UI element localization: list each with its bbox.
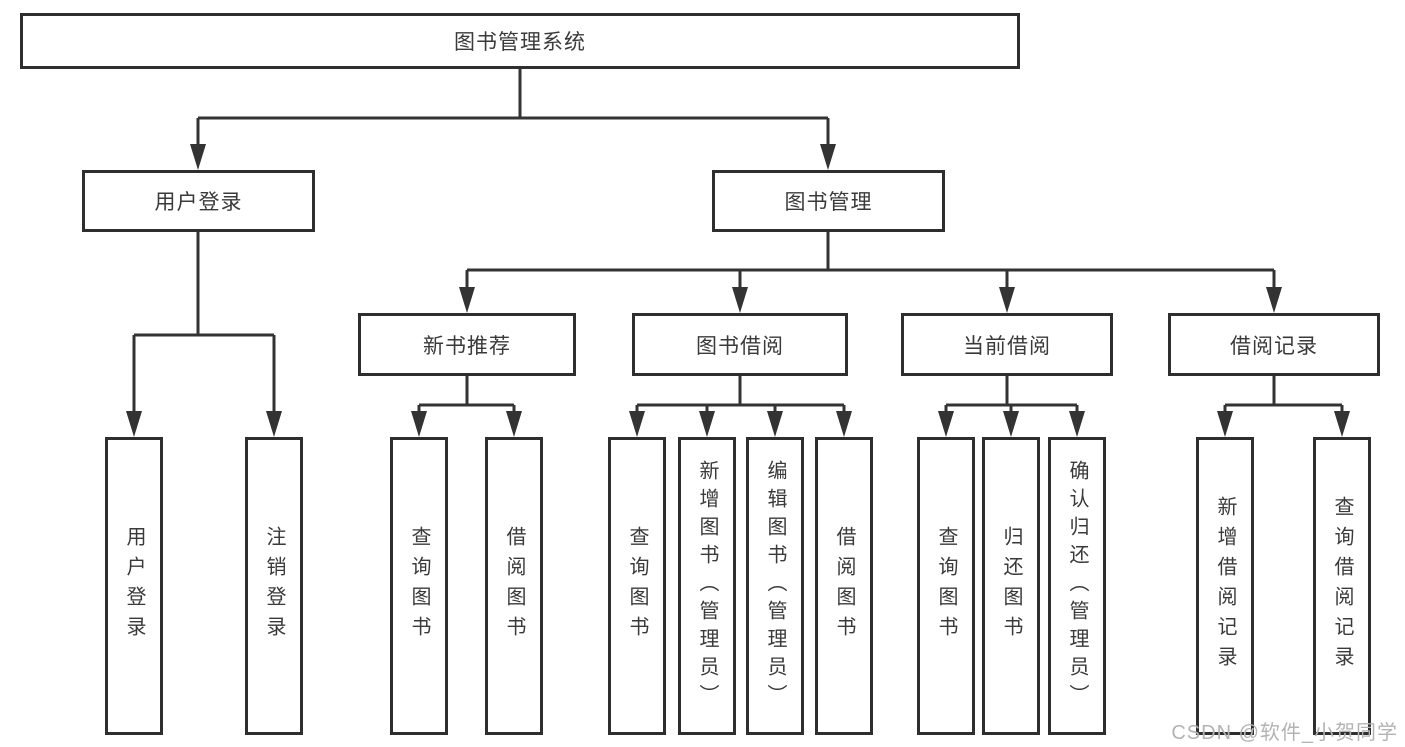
arrow-icon: [629, 411, 645, 437]
leaf-currentborrow-confirm: 确认归还（管理员）: [1048, 437, 1106, 735]
arrow-icon: [1266, 287, 1282, 313]
arrow-icon: [1334, 411, 1350, 437]
leaf-currentborrow-confirm-label: 确认归还（管理员）: [1066, 460, 1088, 712]
arrow-icon: [767, 411, 783, 437]
node-new-book-recommend: 新书推荐: [358, 313, 576, 376]
leaf-bookborrow-borrow-label: 借阅图书: [833, 526, 855, 646]
arrow-icon: [938, 411, 954, 437]
watermark: CSDN @软件_小贺同学: [1171, 722, 1398, 744]
leaf-bookborrow-add: 新增图书（管理员）: [678, 437, 736, 735]
node-borrow-records: 借阅记录: [1168, 313, 1380, 376]
node-book-management: 图书管理: [712, 170, 945, 232]
leaf-records-search: 查询借阅记录: [1313, 437, 1371, 735]
node-book-borrow: 图书借阅: [632, 313, 848, 376]
leaf-bookborrow-edit-label: 编辑图书（管理员）: [764, 460, 786, 712]
leaf-records-search-label: 查询借阅记录: [1331, 496, 1353, 676]
leaf-records-add: 新增借阅记录: [1196, 437, 1254, 735]
leaf-currentborrow-return-label: 归还图书: [1000, 526, 1022, 646]
leaf-newbooks-borrow: 借阅图书: [485, 437, 543, 735]
arrow-icon: [732, 287, 748, 313]
leaf-currentborrow-search-label: 查询图书: [935, 526, 957, 646]
arrowheads: [126, 144, 1350, 437]
node-user-login-label: 用户登录: [154, 191, 243, 214]
node-book-management-label: 图书管理: [784, 191, 873, 214]
node-current-borrow-label: 当前借阅: [963, 334, 1051, 358]
leaf-logout: 注销登录: [245, 437, 303, 735]
arrow-icon: [411, 411, 427, 437]
arrow-icon: [1217, 411, 1233, 437]
arrow-icon: [459, 287, 475, 313]
arrow-icon: [699, 411, 715, 437]
leaf-user-login-label: 用户登录: [123, 526, 145, 646]
arrow-icon: [266, 411, 282, 437]
leaf-bookborrow-borrow: 借阅图书: [815, 437, 873, 735]
leaf-currentborrow-search: 查询图书: [917, 437, 975, 735]
arrow-icon: [999, 287, 1015, 313]
node-root: 图书管理系统: [20, 13, 1020, 69]
leaf-newbooks-search: 查询图书: [390, 437, 448, 735]
arrow-icon: [506, 411, 522, 437]
node-book-borrow-label: 图书借阅: [696, 334, 784, 358]
arrow-icon: [1003, 411, 1019, 437]
leaf-records-add-label: 新增借阅记录: [1214, 496, 1236, 676]
node-user-login: 用户登录: [82, 170, 315, 232]
arrow-icon: [190, 144, 206, 170]
node-new-book-recommend-label: 新书推荐: [423, 334, 511, 358]
node-borrow-records-label: 借阅记录: [1230, 334, 1318, 358]
leaf-bookborrow-search: 查询图书: [608, 437, 666, 735]
node-root-label: 图书管理系统: [454, 31, 586, 54]
leaf-user-login: 用户登录: [105, 437, 163, 735]
leaf-newbooks-borrow-label: 借阅图书: [503, 526, 525, 646]
leaf-bookborrow-edit: 编辑图书（管理员）: [746, 437, 804, 735]
arrow-icon: [836, 411, 852, 437]
node-current-borrow: 当前借阅: [901, 313, 1113, 376]
leaf-bookborrow-add-label: 新增图书（管理员）: [696, 460, 718, 712]
arrow-icon: [1069, 411, 1085, 437]
arrow-icon: [820, 144, 836, 170]
leaf-newbooks-search-label: 查询图书: [408, 526, 430, 646]
arrow-icon: [126, 411, 142, 437]
leaf-currentborrow-return: 归还图书: [982, 437, 1040, 735]
leaf-bookborrow-search-label: 查询图书: [626, 526, 648, 646]
leaf-logout-label: 注销登录: [263, 526, 285, 646]
